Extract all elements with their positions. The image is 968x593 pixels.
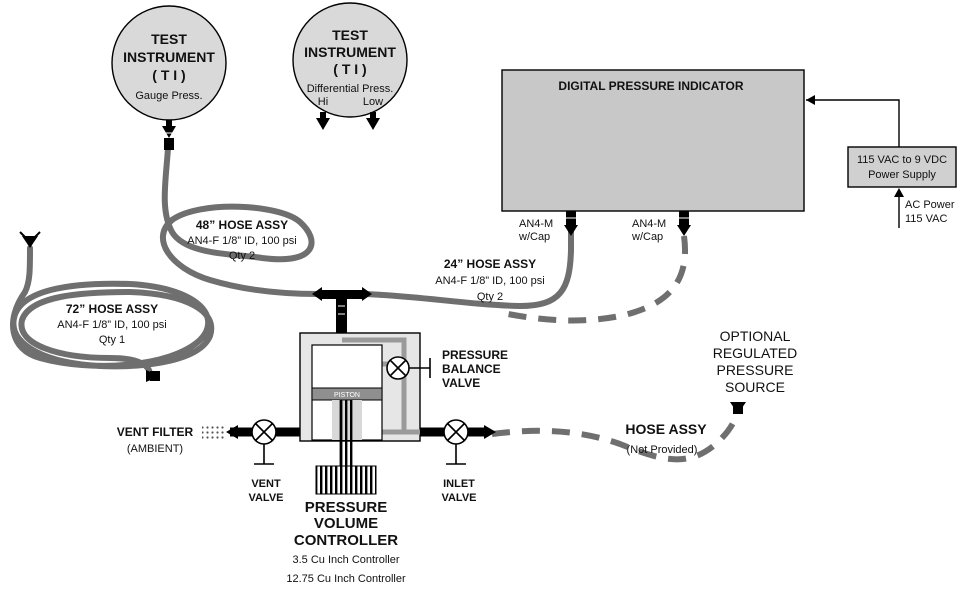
ti-diff-low: Low [363,96,383,108]
piston-label: PISTON [334,392,360,399]
power-supply: 115 VAC to 9 VDC Power Supply AC Power 1… [806,95,957,228]
ti-gauge-fitting-icon [162,120,176,150]
ac-power-line1: AC Power [905,199,955,211]
hose-48-assy [159,145,321,297]
ac-power-line2: 115 VAC [905,213,947,225]
ti-gauge-line2: INSTRUMENT [123,49,215,65]
vent-valve-label1: VENT [251,478,281,490]
pbv-label2: BALANCE [442,362,501,376]
hose72-qty: Qty 1 [99,334,125,346]
test-instrument-gauge: TEST INSTRUMENT ( T I ) Gauge Press. [111,5,227,150]
hose-np-title: HOSE ASSY [625,421,707,437]
hose72-top-fitting-icon [19,231,41,248]
hose24-spec: AN4-F 1/8” ID, 100 psi [435,275,544,287]
ti-diff-hi-fitting-icon [316,112,330,130]
hose48-qty: Qty 2 [229,250,255,262]
hose-not-provided [491,409,741,463]
dpi-right-port-icon [677,211,691,236]
hose24-title: 24” HOSE ASSY [444,257,536,271]
optional-source-line4: SOURCE [725,379,785,395]
hose72-spec: AN4-F 1/8” ID, 100 psi [57,319,166,331]
controller-housing: PISTON [299,332,424,467]
dpi-left-port-label1: AN4-M [519,218,553,230]
tee-fitting-icon [312,287,372,334]
vent-filter-sub: (AMBIENT) [127,443,183,455]
ti-diff-sub: Differential Press. [307,83,394,95]
inlet-valve-icon[interactable] [443,419,469,465]
ti-diff-line3: ( T I ) [333,61,366,77]
hose72-end-fitting-icon [146,370,160,382]
pvc-label3: CONTROLLER [294,532,398,549]
ti-diff-low-fitting-icon [366,112,380,130]
controller-knob-icon[interactable] [315,465,377,495]
hose-24-assy-dashed [507,235,688,324]
power-supply-line1: 115 VAC to 9 VDC [857,154,947,166]
vent-valve-icon[interactable] [251,419,277,465]
inlet-valve-label2: VALVE [441,492,476,504]
dpi-right-port-label2: w/Cap [631,231,663,243]
power-supply-line2: Power Supply [868,169,936,181]
optional-source-fitting-icon [730,402,746,414]
dpi-left-port-icon [564,211,578,236]
hose72-title: 72” HOSE ASSY [66,302,158,316]
dpi-right-port-label1: AN4-M [632,218,666,230]
ti-diff-hi: Hi [318,96,328,108]
hose48-spec: AN4-F 1/8” ID, 100 psi [187,235,296,247]
ti-diff-line1: TEST [332,27,368,43]
ti-gauge-line1: TEST [151,31,187,47]
pbv-label1: PRESSURE [442,348,508,362]
pvc-option1: 3.5 Cu Inch Controller [293,554,400,566]
optional-source-line3: PRESSURE [716,362,793,378]
digital-pressure-indicator: DIGITAL PRESSURE INDICATOR AN4-M w/Cap A… [501,69,805,243]
hose48-title: 48” HOSE ASSY [196,218,288,232]
ti-gauge-sub: Gauge Press. [135,90,202,102]
optional-source-line1: OPTIONAL [720,328,791,344]
pvc-label2: VOLUME [314,515,378,532]
ti-gauge-line3: ( T I ) [152,67,185,83]
hose-np-sub: (Not Provided) [627,444,698,456]
pvc-label1: PRESSURE [305,499,388,516]
pressure-balance-valve-icon[interactable] [386,356,431,380]
pbv-label3: VALVE [442,376,480,390]
pvc-option2: 12.75 Cu Inch Controller [286,573,406,585]
vent-valve-label2: VALVE [248,492,283,504]
test-instrument-differential: TEST INSTRUMENT ( T I ) Differential Pre… [292,2,408,130]
hose-72-assy [10,245,215,378]
ti-diff-line2: INSTRUMENT [304,44,396,60]
dpi-left-port-label2: w/Cap [518,231,550,243]
dpi-title: DIGITAL PRESSURE INDICATOR [558,79,743,93]
vent-filter-icon [202,424,226,440]
hose24-qty: Qty 2 [477,291,503,303]
hose-24-assy [361,229,574,309]
vent-filter-title: VENT FILTER [117,425,194,439]
optional-source-line2: REGULATED [713,345,798,361]
screw-icon [339,399,353,467]
inlet-valve-label1: INLET [443,478,475,490]
